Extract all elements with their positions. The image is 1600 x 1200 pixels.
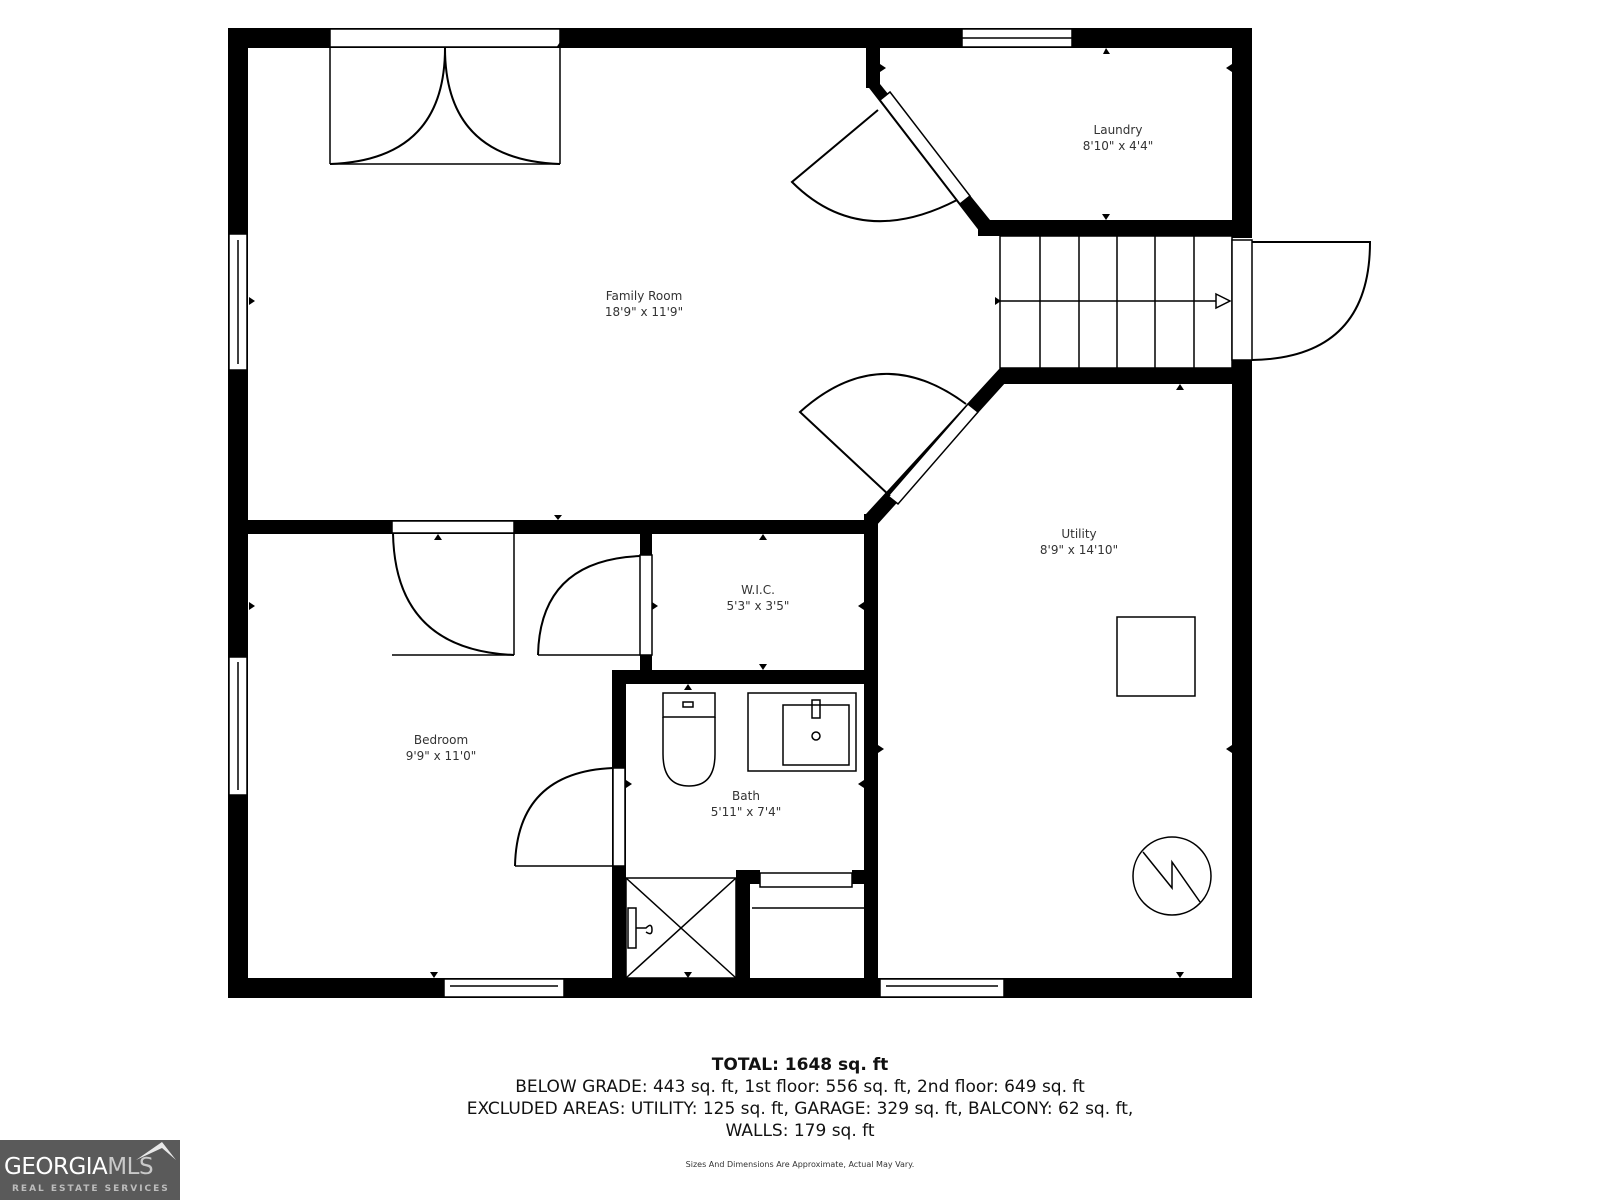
room-size: 18'9" x 11'9" [604,305,684,319]
room-name: Bedroom [413,733,469,747]
top-double-door-opening [329,28,561,165]
room-size: 8'10" x 4'4" [1082,139,1154,153]
wic-door [537,554,653,656]
room-label-wic: W.I.C. 5'3" x 3'5" [727,582,790,614]
room-label-family-room: Family Room 18'9" x 11'9" [605,288,683,320]
toilet-icon [662,692,716,787]
georgia-mls-logo: GEORGIAMLS REAL ESTATE SERVICES [0,1140,180,1200]
logo-brand-main: GEORGIA [4,1154,108,1180]
furnace-box-icon [1116,616,1196,697]
left-window-upper [228,233,248,371]
stairs [999,235,1233,369]
room-label-utility: Utility 8'9" x 14'10" [1040,526,1118,558]
room-size: 5'11" x 7'4" [710,805,782,819]
stairs-arrow-icon [1215,292,1232,310]
logo-tagline: REAL ESTATE SERVICES [12,1184,170,1194]
room-name: Family Room [605,289,683,303]
laundry-door [790,109,958,223]
laundry-window [961,28,1073,48]
logo-brand: GEORGIAMLS [4,1154,154,1180]
laundry-walls [866,38,1252,236]
water-heater-icon [1132,836,1212,916]
room-size: 5'3" x 3'5" [726,599,790,613]
bottom-window-utility [879,978,1005,998]
walls-area: WALLS: 179 sq. ft [725,1121,875,1141]
room-label-bedroom: Bedroom 9'9" x 11'0" [406,732,477,764]
excluded-areas: EXCLUDED AREAS: UTILITY: 125 sq. ft, GAR… [466,1099,1134,1119]
room-size: 8'9" x 14'10" [1039,543,1119,557]
room-name: Utility [1061,527,1097,541]
closet-shelf [752,872,864,909]
room-name: Laundry [1093,123,1143,137]
disclaimer: Sizes And Dimensions Are Approximate, Ac… [685,1160,915,1169]
area-summary: TOTAL: 1648 sq. ft BELOW GRADE: 443 sq. … [0,1054,1600,1142]
outer-walls [228,28,1252,998]
room-name: Bath [732,789,760,803]
sink-icon [747,692,857,772]
room-label-laundry: Laundry 8'10" x 4'4" [1083,122,1154,154]
room-name: W.I.C. [741,583,775,597]
room-size: 9'9" x 11'0" [405,749,477,763]
bottom-window-bedroom [443,978,565,998]
bath-door [514,767,626,867]
utility-walls [798,368,1252,526]
room-label-bath: Bath 5'11" x 7'4" [711,788,782,820]
left-window-lower [228,656,248,796]
bedroom-door [391,520,515,656]
floor-areas: BELOW GRADE: 443 sq. ft, 1st floor: 556 … [515,1077,1085,1097]
logo-brand-accent: MLS [107,1154,154,1180]
dimension-markers [249,42,1232,978]
exterior-door [1231,239,1372,361]
total-area: TOTAL: 1648 sq. ft [711,1055,889,1075]
roof-icon [136,1142,176,1160]
shower-icon [625,877,737,979]
